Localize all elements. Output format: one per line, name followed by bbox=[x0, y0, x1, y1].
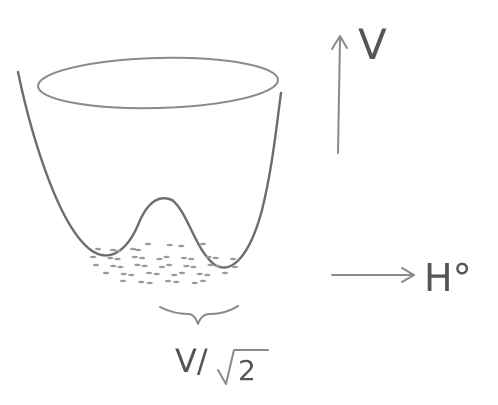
shading-dot bbox=[214, 264, 221, 268]
vertical-arrowhead-icon bbox=[331, 35, 348, 50]
shading-dot bbox=[212, 256, 219, 260]
shading-dot bbox=[131, 255, 138, 259]
shading-dot bbox=[146, 281, 153, 285]
shading-dot bbox=[190, 265, 197, 269]
shading-dot bbox=[221, 271, 229, 275]
shading-dot bbox=[102, 271, 110, 275]
vertical-axis-arrow bbox=[337, 37, 341, 154]
shading-dot bbox=[199, 242, 207, 246]
shading-dot bbox=[166, 243, 173, 247]
shading-dot bbox=[188, 257, 195, 261]
shading-dot bbox=[199, 279, 207, 283]
vertical-axis-label: V bbox=[358, 20, 387, 69]
shading-dot bbox=[205, 255, 212, 259]
shading-dot bbox=[138, 256, 146, 260]
shading-dot bbox=[229, 257, 237, 261]
potential-rim-ellipse bbox=[37, 56, 279, 110]
shading-dot bbox=[144, 242, 152, 246]
shading-dot bbox=[94, 247, 102, 251]
shading-dot bbox=[114, 257, 121, 261]
separation-brace bbox=[159, 305, 239, 325]
shading-dot bbox=[207, 263, 214, 267]
shading-dot bbox=[141, 264, 148, 268]
shading-dot bbox=[119, 279, 127, 283]
shading-dot bbox=[163, 255, 170, 259]
shading-dot bbox=[114, 249, 122, 253]
shading-dot bbox=[196, 272, 203, 276]
shading-dot bbox=[128, 273, 135, 277]
shading-dot bbox=[89, 255, 97, 259]
vacuum-manifold-shading bbox=[89, 242, 239, 285]
shading-dot bbox=[134, 263, 141, 267]
shading-dot bbox=[134, 248, 142, 252]
sqrt-sign-icon bbox=[217, 349, 269, 385]
shading-dot bbox=[92, 263, 100, 267]
horizontal-axis-label: H° bbox=[424, 256, 472, 300]
shading-dot bbox=[107, 256, 114, 260]
shading-dot bbox=[156, 257, 163, 261]
separation-label-root: 2 bbox=[238, 354, 256, 387]
separation-label-numerator: V/ bbox=[175, 342, 208, 380]
shading-dot bbox=[165, 263, 173, 267]
shading-dot bbox=[117, 265, 124, 269]
shading-dot bbox=[178, 271, 186, 275]
shading-dot bbox=[110, 264, 117, 268]
shading-dot bbox=[145, 271, 153, 275]
shading-dot bbox=[129, 247, 137, 251]
double-well-profile bbox=[16, 70, 283, 269]
shading-dot bbox=[171, 273, 178, 277]
shading-dot bbox=[109, 248, 117, 252]
shading-dot bbox=[231, 265, 239, 269]
horizontal-arrowhead-icon bbox=[401, 267, 415, 283]
shading-dot bbox=[204, 273, 211, 277]
shading-dot bbox=[173, 280, 180, 284]
shading-dot bbox=[180, 256, 188, 260]
shading-dot bbox=[158, 265, 166, 269]
shading-dot bbox=[191, 281, 198, 285]
shading-dot bbox=[120, 272, 127, 276]
shading-dot bbox=[164, 279, 172, 283]
shading-dot bbox=[178, 244, 185, 248]
shading-dot bbox=[183, 264, 190, 268]
shading-dot bbox=[153, 272, 160, 276]
shading-dot bbox=[138, 280, 145, 284]
